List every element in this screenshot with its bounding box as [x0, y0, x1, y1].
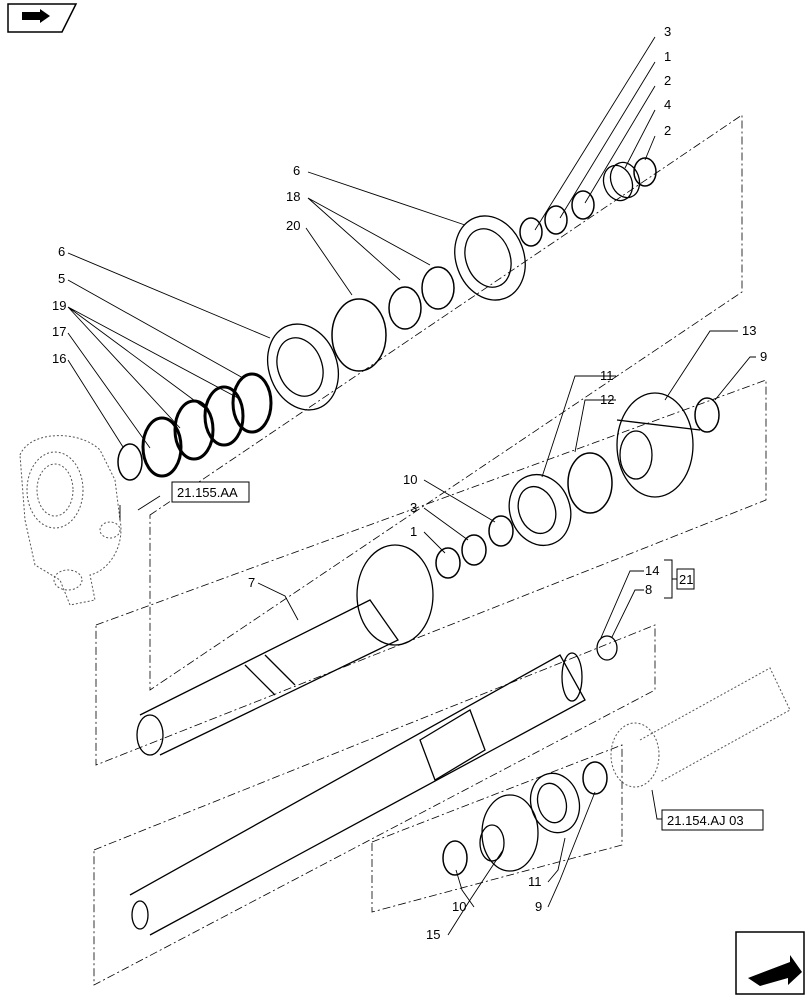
callout-label: 5: [58, 271, 65, 286]
callout-label: 18: [286, 189, 300, 204]
callout-label: 19: [52, 298, 66, 313]
callout-label: 9: [760, 349, 767, 364]
bearing-6-lower: [267, 323, 339, 411]
ref-box-21-154-aj-03[interactable]: 21.154.AJ 03: [661, 809, 764, 831]
callout-label: 9: [535, 899, 542, 914]
ref-label: 21.155.AA: [177, 485, 238, 500]
ref-box-21[interactable]: 21: [676, 568, 695, 590]
ref-label: 21: [679, 572, 693, 587]
callout-label: 4: [664, 97, 671, 112]
group-outline-lower: [93, 624, 656, 986]
callout-label: 20: [286, 218, 300, 233]
callout-label: 1: [664, 49, 671, 64]
callout-label: 3: [664, 24, 671, 39]
callout-label: 8: [645, 582, 652, 597]
callout-label: 3: [410, 500, 417, 515]
callout-label: 7: [248, 575, 255, 590]
gear-15: [479, 794, 539, 872]
bracket-14-8: [664, 559, 678, 599]
callout-label: 16: [52, 351, 66, 366]
splined-shaft-phantom: [610, 667, 791, 788]
bearing-11-lower: [529, 772, 581, 834]
callout-label: 2: [664, 123, 671, 138]
callout-label: 14: [645, 563, 659, 578]
callout-label: 2: [664, 73, 671, 88]
bearing-6-upper: [454, 215, 526, 301]
ref-label: 21.154.AJ 03: [667, 813, 744, 828]
group-outline-middle: [95, 379, 767, 766]
callout-label: 1: [410, 524, 417, 539]
callout-label: 11: [528, 874, 542, 889]
shaft-long: [129, 652, 586, 936]
callout-label: 10: [452, 899, 466, 914]
callout-label: 12: [600, 392, 614, 407]
callout-label: 13: [742, 323, 756, 338]
rings-upper: [117, 157, 657, 481]
gear-13: [616, 392, 701, 498]
sleeve-8: [596, 635, 618, 661]
shaft-7: [136, 544, 434, 756]
o-rings: [141, 372, 273, 478]
bearing-11-middle: [508, 473, 572, 547]
callout-label: 11: [600, 368, 614, 383]
needle-bearing-4: [602, 161, 641, 202]
callout-label: 6: [58, 244, 65, 259]
callout-label: 15: [426, 927, 440, 942]
next-page-arrow-icon[interactable]: [735, 931, 805, 995]
leader-lines: [67, 36, 756, 936]
callout-label: 17: [52, 324, 66, 339]
housing-phantom: [19, 435, 122, 606]
group-outline-upper: [149, 114, 743, 691]
callout-label: 10: [403, 472, 417, 487]
ref-box-21-155-aa[interactable]: 21.155.AA: [171, 481, 250, 503]
callout-label: 6: [293, 163, 300, 178]
rings-middle: [435, 397, 720, 579]
book-arrow-icon[interactable]: [7, 3, 78, 33]
rings-lower: [442, 761, 608, 876]
